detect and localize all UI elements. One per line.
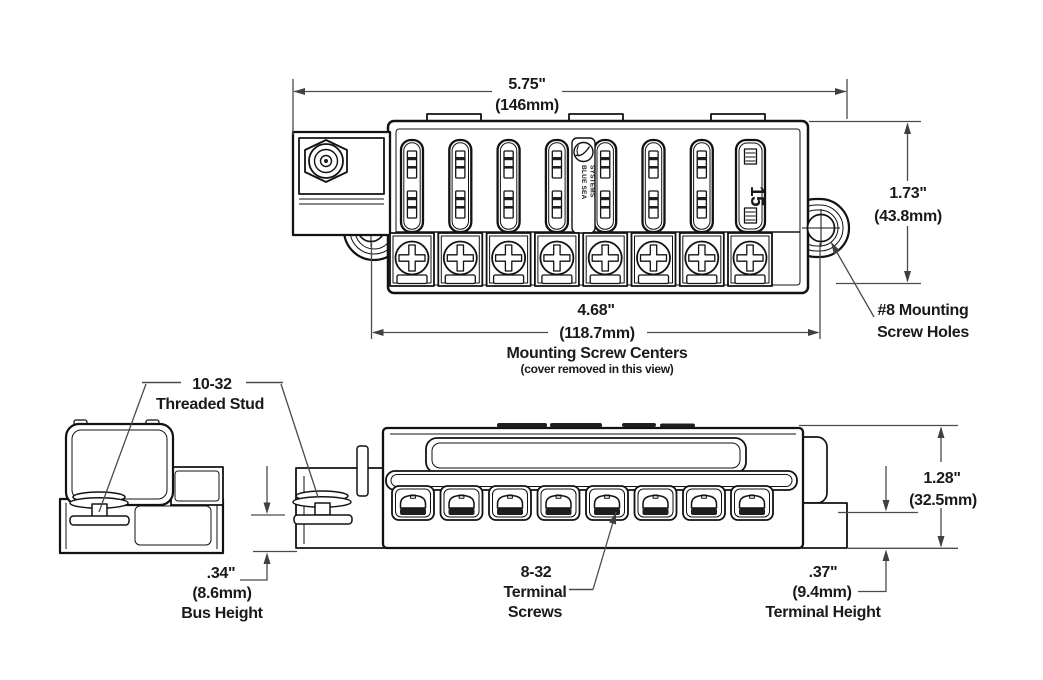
terminal-screw-2 [437, 232, 484, 287]
stud-nut-icon [304, 139, 348, 183]
dim-mount-centers-note: (cover removed in this view) [521, 362, 674, 376]
cover-print-strip [497, 423, 695, 428]
end-view-cover [64, 419, 175, 507]
front-terminal-3 [488, 485, 532, 521]
dimension-terminal-height: .37" (9.4mm) Terminal Height [765, 466, 918, 621]
dim-bus-height-in: .34" [207, 565, 236, 582]
mounting-foot [801, 502, 848, 549]
dimension-mount-centers: 4.68" (118.7mm) Mounting Screw Centers (… [370, 243, 821, 376]
dim-overall-width-in: 5.75" [508, 76, 545, 93]
fuse-slot-1 [399, 138, 425, 234]
top-view: 15 BLUE SEA SYSTEMS [291, 113, 851, 295]
front-terminal-1 [391, 485, 435, 521]
end-view-stud [69, 491, 130, 526]
fuse-slot-2 [448, 138, 473, 234]
callout-mounting-holes-line2: Screw Holes [877, 324, 969, 341]
callout-threaded-stud: 10-32 Threaded Stud [98, 376, 319, 513]
dim-overall-width-mm: (146mm) [495, 97, 559, 114]
callout-terminal-screws: 8-32 Terminal Screws [503, 511, 617, 621]
terminal-screw-6 [630, 232, 677, 287]
callout-mounting-holes-line1: #8 Mounting [878, 302, 969, 319]
dim-bus-height-mm: (8.6mm) [192, 585, 251, 602]
dim-body-height-in: 1.28" [923, 470, 960, 487]
terminal-screw-5 [582, 232, 629, 287]
brand-logo-icon [573, 141, 594, 163]
stud-platform [295, 467, 389, 549]
dim-mount-centers-mm: (118.7mm) [559, 325, 635, 342]
brand-name: BLUE SEA [580, 165, 587, 200]
fuse-slot-3 [496, 138, 521, 234]
brand-name-2: SYSTEMS [589, 165, 596, 198]
callout-terminal-screws-line2: Terminal [503, 584, 566, 601]
callout-terminal-screws-line3: Screws [508, 604, 563, 621]
front-terminal-4 [536, 485, 581, 521]
dim-mount-centers-in: 4.68" [577, 302, 614, 319]
front-view-stud [292, 445, 369, 525]
callout-mounting-holes: #8 Mounting Screw Holes [830, 241, 970, 341]
fuse-slot-7 [689, 138, 714, 234]
dim-overall-height-in: 1.73" [889, 185, 926, 202]
fuse-15a: 15 [734, 138, 767, 234]
fuse-slot-5 [593, 138, 618, 234]
dim-terminal-height-mm: (9.4mm) [792, 584, 851, 601]
fuse-slot-4 [544, 138, 570, 234]
dim-overall-height-mm: (43.8mm) [874, 208, 942, 225]
dimension-bus-height: .34" (8.6mm) Bus Height [181, 466, 297, 622]
callout-stud-line2: Threaded Stud [156, 396, 264, 413]
fuse-rating-label: 15 [746, 186, 767, 207]
end-view-step [170, 466, 224, 506]
terminal-screw-8 [727, 232, 773, 287]
fuse-slot-6 [641, 138, 666, 234]
dim-bus-height-label: Bus Height [181, 605, 263, 622]
front-terminal-5 [585, 485, 629, 521]
terminal-screw-1 [389, 232, 435, 287]
mounting-hole-right [802, 209, 840, 247]
front-terminal-6 [633, 485, 678, 521]
brand-logo: BLUE SEA SYSTEMS [571, 137, 596, 234]
callout-terminal-screws-line1: 8-32 [521, 564, 552, 581]
dim-terminal-height-in: .37" [809, 564, 838, 581]
front-terminal-7 [682, 485, 726, 521]
end-view [58, 419, 225, 555]
callout-stud-line1: 10-32 [192, 376, 232, 393]
terminal-screw-4 [534, 232, 580, 287]
dim-mount-centers-label: Mounting Screw Centers [507, 345, 688, 362]
dim-terminal-height-label: Terminal Height [765, 604, 881, 621]
stud-housing [291, 130, 392, 237]
front-terminal-8 [730, 485, 774, 521]
dim-body-height-mm: (32.5mm) [909, 492, 977, 509]
dimension-overall-height: 1.73" (43.8mm) [809, 120, 942, 285]
front-terminal-2 [439, 485, 484, 521]
dimension-body-height: 1.28" (32.5mm) [799, 424, 977, 549]
terminal-screw-3 [485, 232, 532, 287]
dimension-overall-width: 5.75" (146mm) [292, 76, 848, 135]
front-view [292, 423, 848, 550]
terminal-screw-7 [678, 232, 725, 287]
